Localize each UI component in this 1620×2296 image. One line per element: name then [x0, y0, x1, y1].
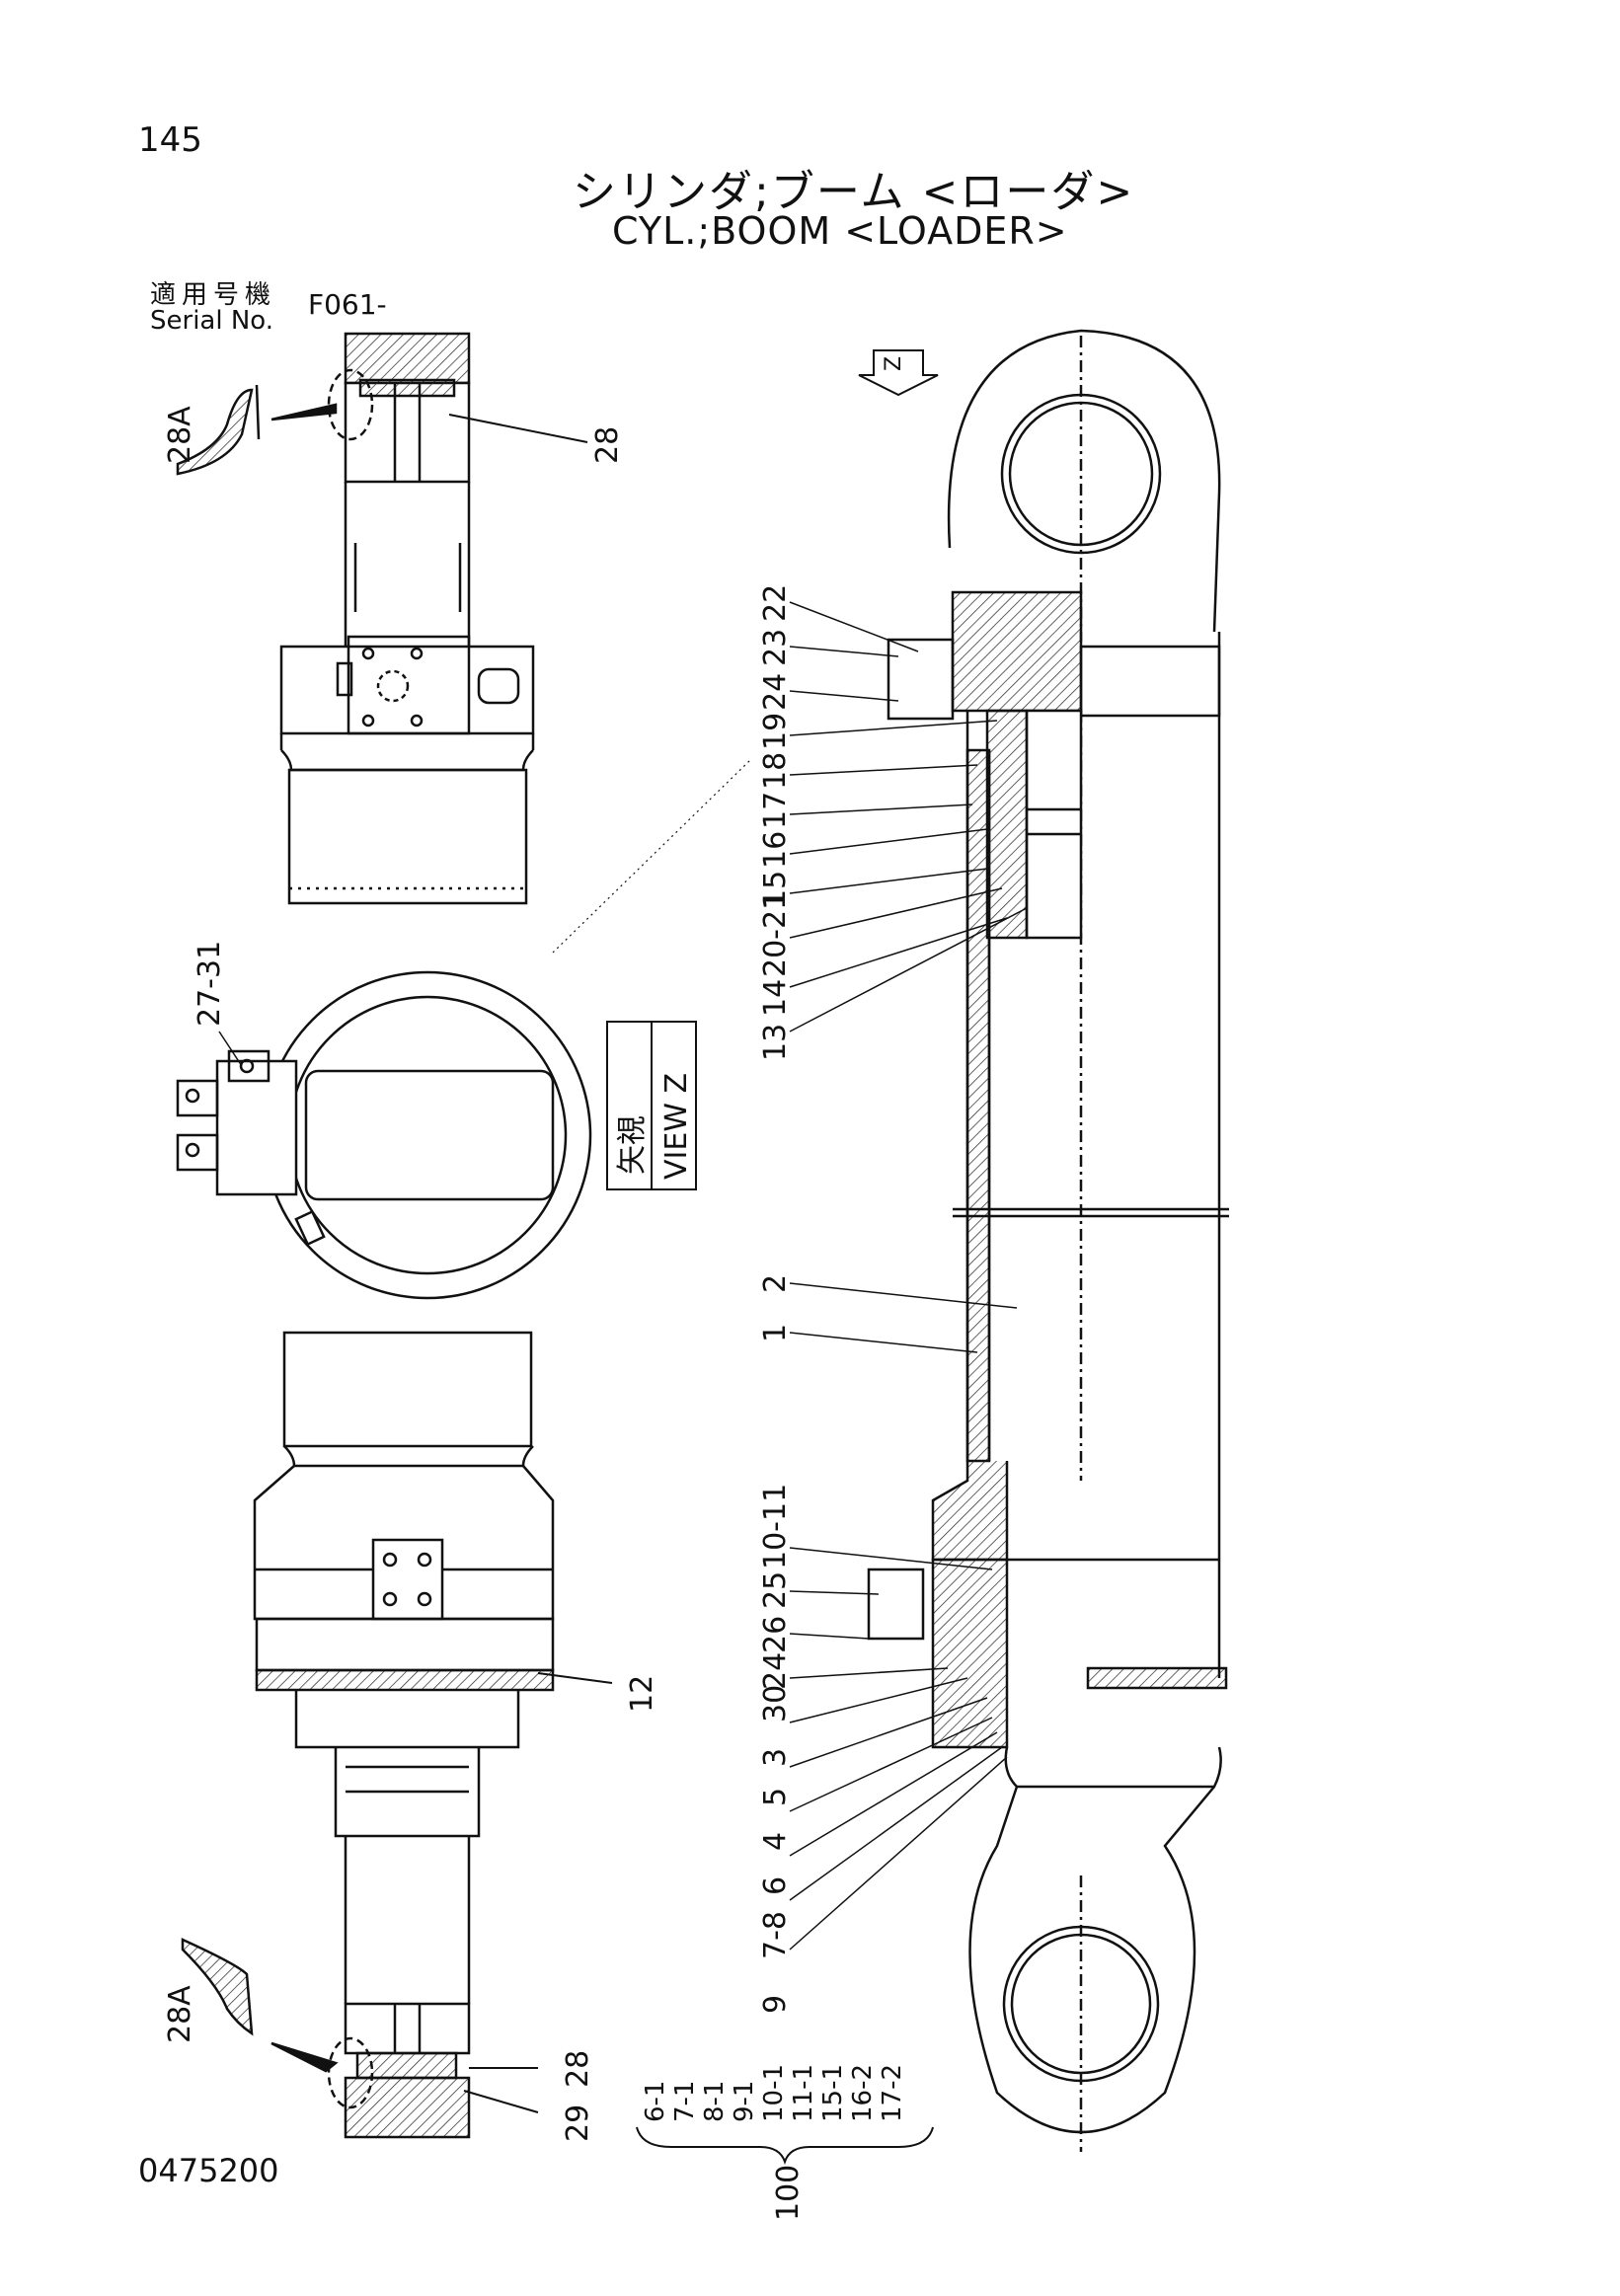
kit-list: 6-1 7-1 8-1 9-1 10-1 11-1 15-1 16-2 17-2… — [636, 2064, 934, 2221]
callout-22: 22 — [758, 584, 793, 622]
callout-28-top: 28 — [590, 426, 625, 464]
callout-9: 9 — [758, 1995, 793, 2014]
callout-30: 30 — [758, 1685, 793, 1722]
callout-24b: 24 — [758, 1652, 793, 1690]
callout-3: 3 — [758, 1748, 793, 1767]
kit-item-15: 15-1 — [818, 2064, 848, 2122]
kit-item-10: 10-1 — [759, 2064, 789, 2122]
callout-6: 6 — [758, 1876, 793, 1895]
view-z-label-en: VIEW Z — [659, 1073, 694, 1180]
kit-item-8: 8-1 — [700, 2081, 730, 2122]
callout-4: 4 — [758, 1832, 793, 1851]
callout-26: 26 — [758, 1616, 793, 1653]
serial-number-value: F061- — [308, 288, 387, 321]
callout-14: 14 — [758, 979, 793, 1017]
serial-label-japanese: 適用号機 — [150, 280, 277, 310]
kit-item-6: 6-1 — [641, 2081, 670, 2122]
kit-item-17: 17-2 — [878, 2064, 907, 2122]
callout-7-8: 7-8 — [758, 1911, 793, 1959]
page-number: 145 — [138, 120, 202, 160]
view-z-label-jp: 矢視 — [615, 1115, 650, 1175]
callout-16: 16 — [758, 831, 793, 869]
kit-number: 100 — [771, 2165, 806, 2221]
callout-29: 29 — [561, 2105, 595, 2142]
callout-2: 2 — [758, 1274, 793, 1293]
callout-18: 18 — [758, 752, 793, 790]
kit-item-7: 7-1 — [670, 2081, 700, 2122]
drawing-number: 0475200 — [138, 2152, 279, 2189]
bottom-end-view — [181, 1331, 555, 2139]
callouts-bottom: 12 28A 28 29 — [163, 1675, 659, 2142]
callout-1: 1 — [758, 1324, 793, 1342]
kit-item-11: 11-1 — [789, 2064, 818, 2122]
title-english: CYL.;BOOM <LOADER> — [612, 209, 1068, 253]
view-z-arrow: Z — [858, 349, 939, 397]
callouts-top: 28A 28 — [163, 406, 625, 464]
view-z-ring — [176, 970, 592, 1300]
callout-10-11: 10-11 — [758, 1484, 793, 1569]
serial-label-english: Serial No. — [150, 306, 273, 336]
callout-5: 5 — [758, 1788, 793, 1806]
callout-28A-top: 28A — [163, 406, 197, 464]
callout-15: 15 — [758, 871, 793, 908]
callout-12: 12 — [625, 1675, 659, 1713]
callouts-mid: 27-31 — [193, 941, 227, 1027]
callout-28-bottom: 28 — [561, 2050, 595, 2088]
callout-23: 23 — [758, 629, 793, 666]
view-z-label-box: 矢視 VIEW Z — [606, 1021, 697, 1190]
top-end-view — [176, 332, 535, 905]
callout-20-21: 20-21 — [758, 891, 793, 977]
main-cylinder-section — [867, 329, 1229, 2152]
callout-25: 25 — [758, 1571, 793, 1609]
kit-item-16: 16-2 — [848, 2064, 878, 2122]
callout-17: 17 — [758, 792, 793, 829]
kit-item-9: 9-1 — [730, 2081, 759, 2122]
view-z-marker: Z — [882, 356, 906, 371]
callouts-main: 22 23 24 19 18 17 16 15 20-21 14 13 2 1 … — [758, 584, 793, 2014]
callout-13: 13 — [758, 1024, 793, 1061]
leader-lines — [789, 601, 1028, 1951]
callout-27-31: 27-31 — [193, 941, 227, 1027]
title-japanese: シリンダ;ブーム <ローダ> — [573, 167, 1135, 217]
callout-24: 24 — [758, 673, 793, 711]
callout-28A-bottom: 28A — [163, 1985, 197, 2043]
callout-19: 19 — [758, 713, 793, 750]
